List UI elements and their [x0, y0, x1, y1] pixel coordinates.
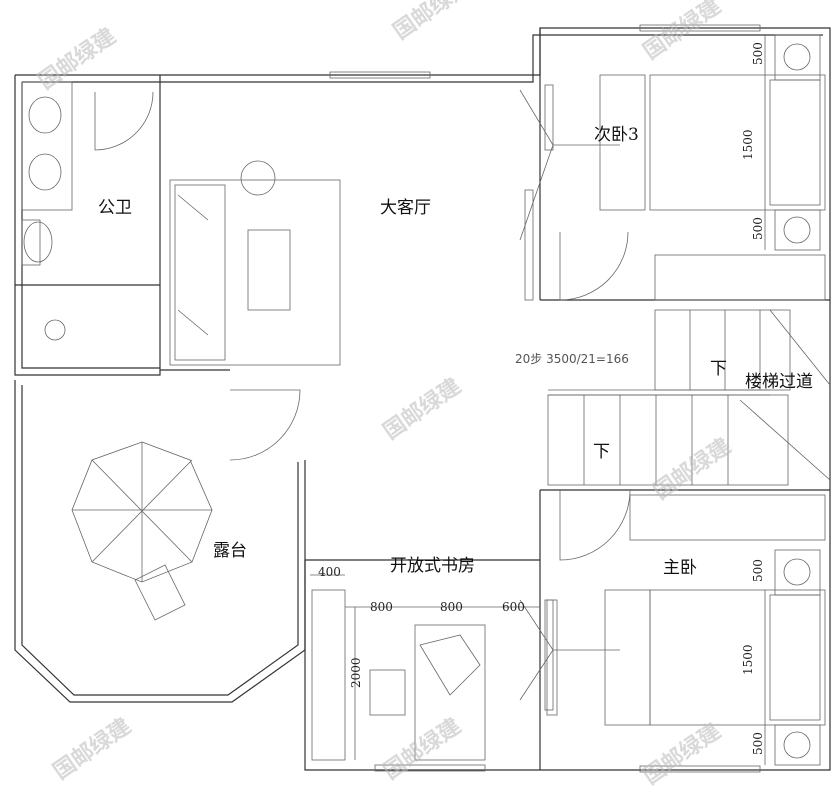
- doors: [94, 91, 631, 561]
- watermark: 国邮绿建: [379, 373, 466, 445]
- stair-down-lower: 下: [593, 442, 610, 462]
- terrace-umbrella: [71, 441, 213, 621]
- dim-study-depth: 2000: [349, 657, 363, 688]
- master-bedroom-furniture: [519, 494, 826, 766]
- watermark: 国邮绿建: [49, 713, 136, 785]
- watermark: 国邮绿建: [639, 0, 726, 65]
- dim-mb-top: 500: [751, 559, 765, 582]
- dim-study-shelf: 400: [318, 565, 341, 579]
- dim-study-w2: 800: [440, 600, 463, 614]
- room-label-bedroom3: 次卧3: [594, 125, 639, 145]
- dim-study-w1: 800: [370, 600, 393, 614]
- watermark: 国邮绿建: [639, 718, 726, 787]
- study-furniture: [311, 589, 558, 761]
- bathroom-fixtures: [21, 81, 73, 341]
- bedroom3-furniture: [519, 34, 826, 301]
- dimension-lines: [310, 35, 766, 765]
- room-label-open-study: 开放式书房: [390, 556, 475, 576]
- room-label-terrace: 露台: [213, 541, 247, 561]
- dim-mb-bed: 1500: [741, 644, 755, 675]
- dim-b3-bed: 1500: [741, 129, 755, 160]
- dim-b3-bottom: 500: [751, 217, 765, 240]
- windows: [329, 24, 761, 773]
- room-label-living-room: 大客厅: [380, 198, 431, 218]
- dim-b3-top: 500: [751, 42, 765, 65]
- watermark: 国邮绿建: [389, 0, 476, 45]
- watermark: 国邮绿建: [34, 23, 121, 95]
- dim-study-w3: 600: [502, 600, 525, 614]
- room-label-stair-passage: 楼梯过道: [745, 372, 813, 392]
- room-label-public-bath: 公卫: [98, 198, 132, 218]
- walls: [14, 27, 831, 771]
- stair-note: 20步 3500/21=166: [515, 352, 629, 366]
- sofa-set: [169, 160, 341, 366]
- room-label-master-bedroom: 主卧: [663, 558, 697, 578]
- watermark: 国邮绿建: [379, 713, 466, 785]
- dim-mb-bottom: 500: [751, 732, 765, 755]
- stair-down-upper: 下: [710, 359, 727, 379]
- stair: [547, 309, 831, 486]
